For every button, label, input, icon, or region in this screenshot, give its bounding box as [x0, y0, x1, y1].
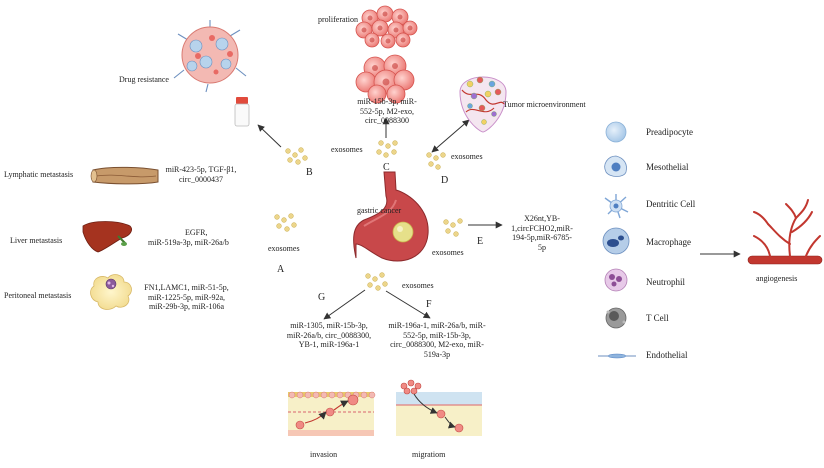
- molecules-g: miR-1305, miR-15b-3p, miR-26a/b, circ_00…: [286, 321, 372, 349]
- molecules-a-line2: miR-519a-3p, miR-26a/b: [148, 238, 229, 247]
- diagram-title: gastric cancer: [357, 206, 402, 215]
- node-lymphatic-metastasis: Lymphatic metastasis: [4, 170, 74, 179]
- peritoneal-fat-icon: [90, 274, 132, 310]
- node-invasion: invasion: [310, 450, 338, 459]
- node-proliferation: proliferation: [318, 15, 358, 24]
- drug-vial-icon: [234, 97, 250, 127]
- molecules-peritoneal: FN1,LAMC1, miR-51-5p, miR-1225-5p, miR-9…: [144, 283, 229, 311]
- molecules-f: miR-196a-1, miR-26a/b, miR-552-5p, miR-1…: [388, 321, 486, 359]
- legend-icons: [598, 121, 636, 359]
- stomach-icon: [353, 171, 429, 262]
- lymphatic-vessel-icon: [90, 166, 159, 185]
- exosome-label-e: exosomes: [432, 248, 464, 257]
- mesothelial-icon: [604, 155, 627, 177]
- node-liver-metastasis: Liver metastasis: [10, 236, 63, 245]
- invasion-panel-icon: [288, 391, 376, 436]
- proliferation-cells-icon: [355, 5, 418, 49]
- arrows: [257, 117, 741, 320]
- node-tumor-microenvironment: Tumor microenvironment: [503, 100, 586, 109]
- exosome-cluster-fg: [365, 272, 388, 291]
- branch-b: B: [306, 167, 313, 178]
- angiogenesis-vessel-icon: [747, 199, 823, 265]
- exosome-cluster-c: [376, 140, 398, 158]
- endothelial-icon: [598, 353, 636, 359]
- exosome-label-d: exosomes: [451, 152, 483, 161]
- legend-label-dendritic-cell: Dentritic Cell: [646, 199, 696, 209]
- arrow-to-tumor-microenvironment: [431, 119, 470, 153]
- dividing-cell-icon: [355, 54, 415, 104]
- tumor-microenvironment-icon: [459, 76, 507, 133]
- node-drug-resistance: Drug resistance: [119, 75, 169, 84]
- migration-panel-icon: [396, 379, 482, 436]
- node-angiogenesis: angiogenesis: [756, 274, 798, 283]
- exosome-cluster-a: [274, 213, 297, 232]
- node-peritoneal-metastasis: Peritoneal metastasis: [4, 291, 72, 300]
- branch-c: C: [383, 162, 390, 173]
- molecules-e: X26nt,YB-1,circFCHO2,miR-194-5p,miR-6785…: [511, 214, 573, 252]
- arrow-to-drug-resistance: [257, 124, 282, 148]
- preadipocyte-icon: [605, 121, 627, 143]
- exosome-cluster-b: [285, 147, 308, 165]
- molecules-a-line1: EGFR,: [185, 228, 208, 237]
- dendritic-cell-icon: [604, 194, 629, 219]
- exosome-cluster-e: [443, 218, 463, 237]
- exosome-label-fg: exosomes: [402, 281, 434, 290]
- legend-label-endothelial: Endothelial: [646, 350, 688, 360]
- neutrophil-icon: [604, 268, 628, 292]
- drug-resistance-tumor-icon: [173, 20, 247, 93]
- legend-label-neutrophil: Neutrophil: [646, 277, 685, 287]
- liver-icon: [82, 221, 132, 253]
- exosome-cluster-d: [426, 152, 446, 170]
- exosome-label-top: exosomes: [331, 145, 363, 154]
- exosome-clusters: [274, 140, 463, 291]
- molecules-c: miR-15b-3p, miR-552-5p, M2-exo, circ_008…: [357, 97, 417, 125]
- branch-d: D: [441, 175, 449, 186]
- branch-f: F: [426, 299, 432, 310]
- macrophage-icon: [602, 227, 630, 255]
- branch-a: A: [277, 264, 285, 275]
- branch-e: E: [477, 236, 484, 247]
- arrow-to-f: [385, 290, 431, 319]
- legend-label-macrophage: Macrophage: [646, 237, 691, 247]
- t-cell-icon: [605, 307, 627, 329]
- molecules-b: miR-423-5p, TGF-β1, circ_0000437: [165, 165, 237, 184]
- branch-g: G: [318, 292, 326, 303]
- legend-label-t-cell: T Cell: [646, 313, 669, 323]
- legend-label-preadipocyte: Preadipocyte: [646, 127, 693, 137]
- arrow-to-g: [323, 289, 366, 320]
- legend-label-mesothelial: Mesothelial: [646, 162, 689, 172]
- node-migration: migratiom: [412, 450, 446, 459]
- exosome-label-a: exosomes: [268, 244, 300, 253]
